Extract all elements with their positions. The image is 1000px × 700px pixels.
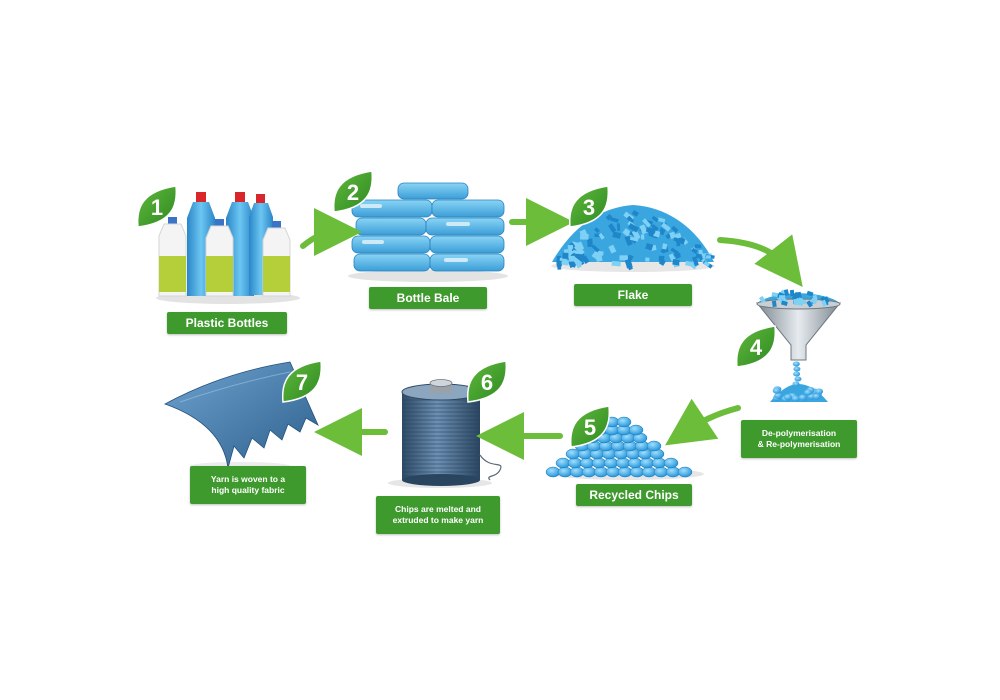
- step-1-badge: 1: [136, 185, 178, 228]
- step-5-number: 5: [584, 415, 596, 440]
- step-4-number: 4: [750, 335, 763, 360]
- arrow-3-to-4: [717, 234, 803, 287]
- step-3-number: 3: [583, 195, 595, 220]
- step-7-badge: 7: [281, 360, 323, 403]
- step-5-label: Recycled Chips: [576, 484, 692, 506]
- step-7-label: Yarn is woven to a high quality fabric: [190, 466, 306, 504]
- chips-pile-icon: [545, 416, 704, 480]
- step-4-badge: 4: [735, 325, 777, 368]
- arrow-4-to-5: [665, 398, 741, 446]
- step-2-label: Bottle Bale: [369, 287, 487, 309]
- step-6-badge: 6: [466, 360, 508, 403]
- flow-arrows: [300, 198, 803, 460]
- funnel-icon: [755, 289, 842, 402]
- plastic-bottles-icon: [156, 192, 300, 304]
- step-3-badge: 3: [568, 185, 610, 228]
- step-6-number: 6: [481, 370, 493, 395]
- step-1-label: Plastic Bottles: [167, 312, 287, 334]
- step-2-badge: 2: [332, 170, 374, 213]
- step-2-number: 2: [347, 180, 359, 205]
- step-3-label: Flake: [574, 284, 692, 306]
- step-4-label: De-polymerisation & Re-polymerisation: [741, 420, 857, 458]
- step-1-number: 1: [151, 195, 163, 220]
- step-7-number: 7: [296, 370, 308, 395]
- arrow-1-to-2: [300, 208, 362, 257]
- yarn-spool-icon: [388, 379, 502, 488]
- bottle-bale-icon: [348, 182, 508, 282]
- step-6-label: Chips are melted and extruded to make ya…: [376, 496, 500, 534]
- step-5-badge: 5: [569, 405, 611, 448]
